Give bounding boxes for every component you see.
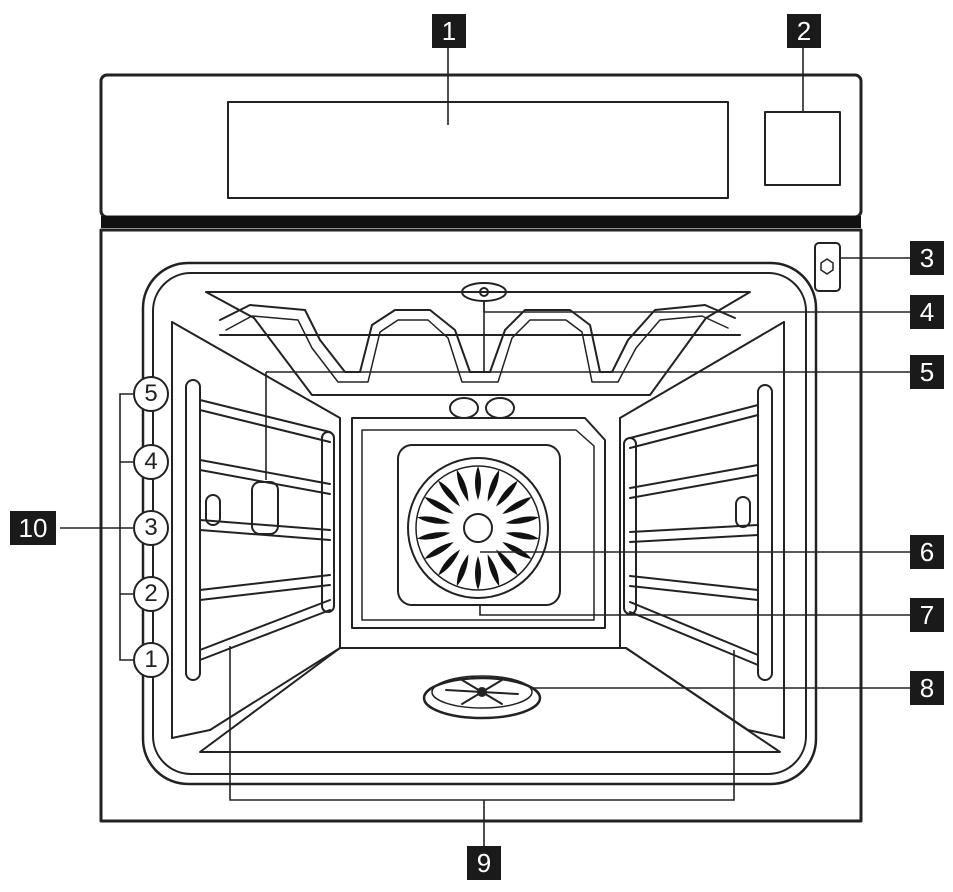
shelf-level-2: 2 — [133, 576, 169, 612]
callout-10: 10 — [10, 511, 56, 545]
back-wall-inner — [361, 429, 595, 621]
cavity-ceiling — [205, 291, 751, 396]
leader-9 — [229, 646, 735, 846]
callout-2: 2 — [787, 14, 821, 48]
oven-body — [99, 228, 863, 823]
leader-7 — [479, 605, 910, 616]
fan-grille — [407, 457, 549, 599]
cavity-floor — [199, 647, 781, 753]
callout-9: 9 — [467, 846, 501, 880]
left-shelf-supports — [185, 379, 335, 681]
right-shelf-supports — [623, 384, 773, 681]
callout-8: 8 — [910, 671, 944, 705]
callout-4: 4 — [910, 295, 944, 329]
shelf-level-1: 1 — [133, 642, 169, 678]
shelf-level-5: 5 — [133, 376, 169, 412]
fan-blades — [416, 466, 540, 590]
control-panel — [99, 73, 863, 219]
leader-5 — [265, 371, 910, 480]
display-area — [227, 101, 729, 199]
shelf-level-3: 3 — [133, 510, 169, 546]
leader-10 — [60, 393, 133, 661]
door-sensor — [814, 242, 841, 292]
callout-1: 1 — [432, 14, 466, 48]
shelf-level-4: 4 — [133, 444, 169, 480]
callout-5: 5 — [910, 355, 944, 389]
callout-6: 6 — [910, 535, 944, 569]
callout-7: 7 — [910, 598, 944, 632]
top-heating-element — [219, 304, 736, 373]
callout-3: 3 — [910, 241, 944, 275]
panel-divider — [101, 216, 861, 228]
probe-socket — [422, 676, 542, 720]
back-wall — [351, 417, 606, 629]
control-knob-area — [764, 111, 841, 186]
fan-cover — [397, 444, 561, 606]
